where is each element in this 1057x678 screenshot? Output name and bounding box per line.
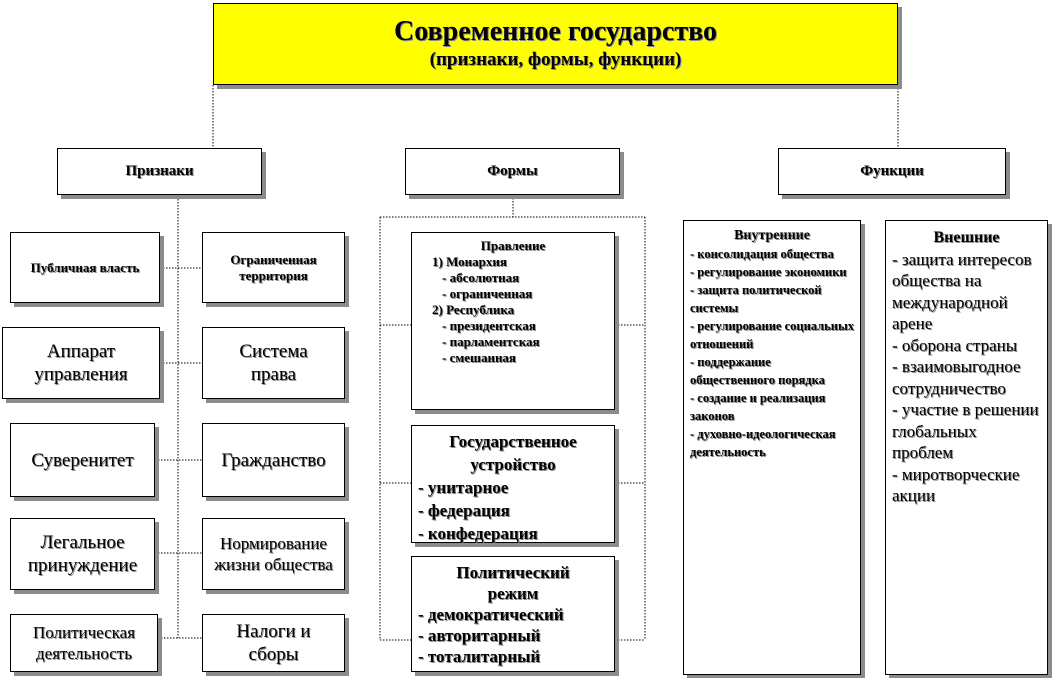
header-formy: Формы: [405, 148, 620, 195]
diagram-title: Современное государство: [394, 16, 717, 47]
priznak-left-1: Публичная власть: [10, 232, 160, 303]
diagram-subtitle: (признаки, формы, функции): [429, 49, 682, 70]
ustroistvo-item-3: - конфедерация: [418, 524, 538, 543]
ustroistvo-item-2: - федерация: [418, 501, 510, 520]
republic-item-2: - парламентская: [442, 334, 540, 349]
priznak-right-5: Налоги и сборы: [202, 614, 345, 672]
funkcii-vneshnie: Внешние - защита интересов общества на м…: [885, 220, 1048, 675]
title-box: Современное государство (признаки, формы…: [213, 3, 898, 85]
republic-item-3: - смешанная: [442, 350, 516, 365]
vnutrennie-item-3: - защита политической системы: [690, 283, 822, 315]
monarchy-label: 1) Монархия: [432, 254, 507, 269]
rezhim-item-1: - демократический: [418, 605, 564, 624]
vneshnie-item-4: - участие в решении глобальных проблем: [892, 400, 1039, 462]
vneshnie-item-5: - миротворческие акции: [892, 464, 1020, 506]
vneshnie-item-1: - защита интересов общества на междунаро…: [892, 249, 1032, 334]
vnutrennie-item-4: - регулирование социальных отношений: [690, 319, 854, 351]
pravlenie-title: Правление: [480, 238, 546, 253]
forma-rezhim: Политический режим - демократический - а…: [411, 556, 615, 672]
priznak-right-4: Нормирование жизни общества: [202, 518, 345, 590]
vneshnie-item-2: - оборона страны: [892, 335, 1018, 355]
vnutrennie-item-5: - поддержание общественного порядка: [690, 355, 825, 387]
vnutrennie-item-6: - создание и реализация законов: [690, 391, 826, 423]
ustroistvo-title: Государственное устройство: [449, 432, 577, 474]
header-funkcii: Функции: [778, 148, 1006, 195]
priznak-left-2: Аппарат управления: [2, 327, 160, 399]
vnutrennie-item-2: - регулирование экономики: [690, 265, 847, 279]
header-priznaki: Признаки: [57, 148, 262, 195]
vnutrennie-title: Внутренние: [734, 228, 810, 243]
vnutrennie-item-1: - консолидация общества: [690, 247, 834, 261]
priznak-right-3: Гражданство: [202, 423, 345, 497]
rezhim-item-2: - авторитарный: [418, 626, 541, 645]
monarchy-item-1: - абсолютная: [442, 270, 520, 285]
priznak-left-5: Политическая деятельность: [10, 614, 158, 672]
priznak-left-3: Суверенитет: [10, 423, 155, 497]
rezhim-title: Политический режим: [456, 563, 570, 603]
vneshnie-item-3: - взаимовыгодное сотрудничество: [892, 357, 1021, 398]
monarchy-item-2: - ограниченная: [442, 286, 533, 301]
priznak-left-4: Легальное принуждение: [10, 518, 155, 590]
priznak-right-2: Система права: [202, 327, 345, 399]
funkcii-vnutrennie: Внутренние - консолидация общества - рег…: [683, 220, 861, 675]
vnutrennie-item-7: - духовно-идеологическая деятельность: [690, 427, 836, 459]
vneshnie-title: Внешние: [933, 229, 1000, 246]
rezhim-item-3: - тоталитарный: [418, 647, 541, 666]
priznak-right-1: Ограниченная территория: [202, 232, 345, 303]
republic-label: 2) Республика: [432, 302, 515, 317]
ustroistvo-item-1: - унитарное: [418, 478, 509, 497]
forma-ustroistvo: Государственное устройство - унитарное -…: [411, 425, 615, 543]
forma-pravlenie: Правление 1) Монархия - абсолютная - огр…: [411, 232, 615, 410]
republic-item-1: - президентская: [442, 318, 536, 333]
